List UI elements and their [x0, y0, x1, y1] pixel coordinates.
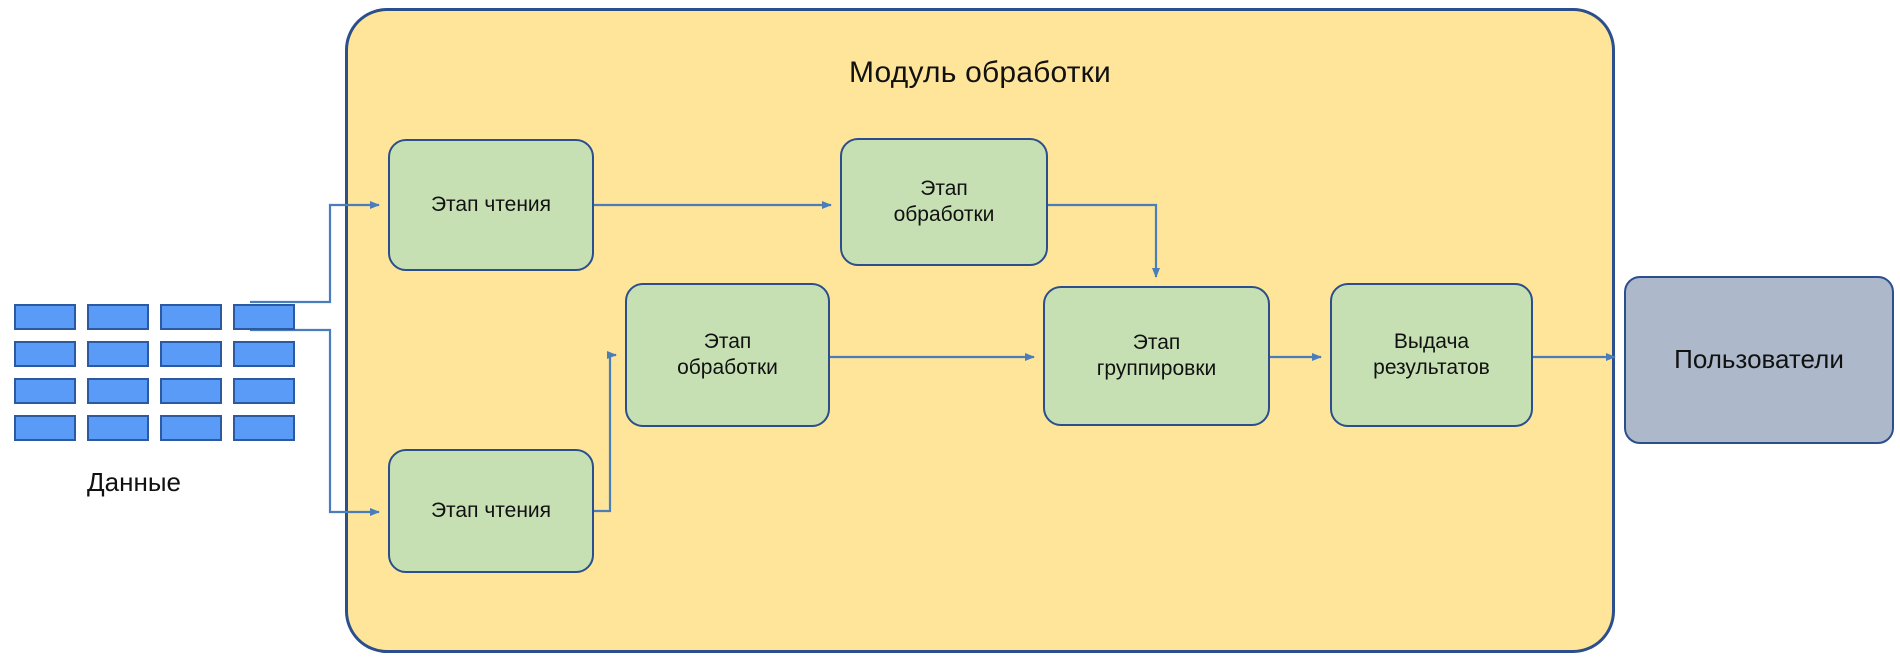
node-read-stage-bottom[interactable]: Этап чтения — [388, 449, 594, 573]
data-cell — [160, 341, 222, 367]
node-grouping-stage[interactable]: Этап группировки — [1043, 286, 1270, 426]
node-grouping-stage-label: Этап группировки — [1089, 330, 1225, 381]
node-process-stage-top-line2: обработки — [893, 203, 995, 226]
node-read-stage-top[interactable]: Этап чтения — [388, 139, 594, 271]
node-output-results[interactable]: Выдача результатов — [1330, 283, 1533, 427]
node-process-stage-mid-label: Этап обработки — [669, 329, 786, 380]
data-cell — [233, 341, 295, 367]
node-process-stage-top-line1: Этап — [920, 177, 968, 201]
data-cell — [14, 304, 76, 330]
node-output-results-line1: Выдача — [1393, 330, 1470, 354]
data-cell — [233, 378, 295, 404]
data-cell — [233, 304, 295, 330]
node-process-stage-top[interactable]: Этап обработки — [840, 138, 1048, 266]
data-cell — [87, 304, 149, 330]
node-users-label: Пользователи — [1674, 344, 1844, 375]
data-cell — [14, 378, 76, 404]
node-users[interactable]: Пользователи — [1624, 276, 1894, 444]
data-cell — [160, 378, 222, 404]
data-cell — [87, 415, 149, 441]
data-cell — [14, 341, 76, 367]
node-process-stage-mid-line1: Этап — [703, 330, 752, 354]
data-cell — [87, 378, 149, 404]
data-grid — [14, 304, 314, 441]
data-cell — [160, 304, 222, 330]
data-source-label: Данные — [87, 467, 181, 497]
data-cell — [14, 415, 76, 441]
node-grouping-stage-line2: группировки — [1096, 357, 1217, 380]
data-source-block: Данные — [14, 304, 314, 498]
data-cell — [233, 415, 295, 441]
node-grouping-stage-line1: Этап — [1132, 331, 1181, 355]
node-process-stage-top-label: Этап обработки — [886, 176, 1003, 227]
node-process-stage-mid-line2: обработки — [677, 356, 778, 379]
node-output-results-line2: результатов — [1373, 356, 1490, 379]
data-cell — [160, 415, 222, 441]
node-read-stage-bottom-label: Этап чтения — [430, 499, 552, 523]
node-read-stage-top-label: Этап чтения — [430, 193, 552, 217]
node-process-stage-mid[interactable]: Этап обработки — [625, 283, 830, 427]
node-output-results-label: Выдача результатов — [1365, 329, 1498, 380]
module-title: Модуль обработки — [849, 56, 1111, 89]
data-cell — [87, 341, 149, 367]
